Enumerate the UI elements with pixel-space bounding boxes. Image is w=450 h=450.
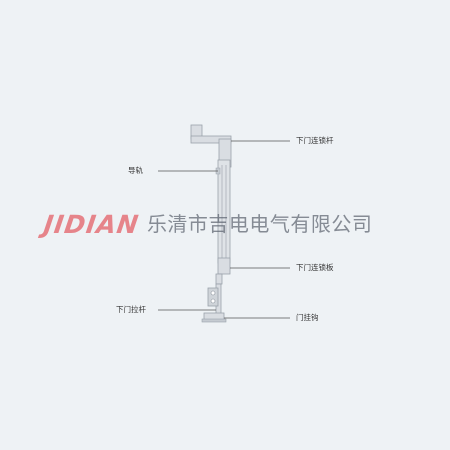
label-guide-rail: 导轨 xyxy=(128,166,143,175)
label-door-hook: 门挂钩 xyxy=(296,313,319,322)
label-lower-door-pull-rod: 下门拉杆 xyxy=(116,305,146,314)
label-lower-door-link-rod: 下门连锁杆 xyxy=(296,136,334,145)
pull-rod-shape xyxy=(207,283,222,315)
interlock-plate-shape xyxy=(215,257,231,285)
guide-rail-shape xyxy=(215,159,231,264)
door-hook-shape xyxy=(201,312,227,323)
label-lower-door-interlock-plate: 下门连锁板 xyxy=(296,263,334,272)
